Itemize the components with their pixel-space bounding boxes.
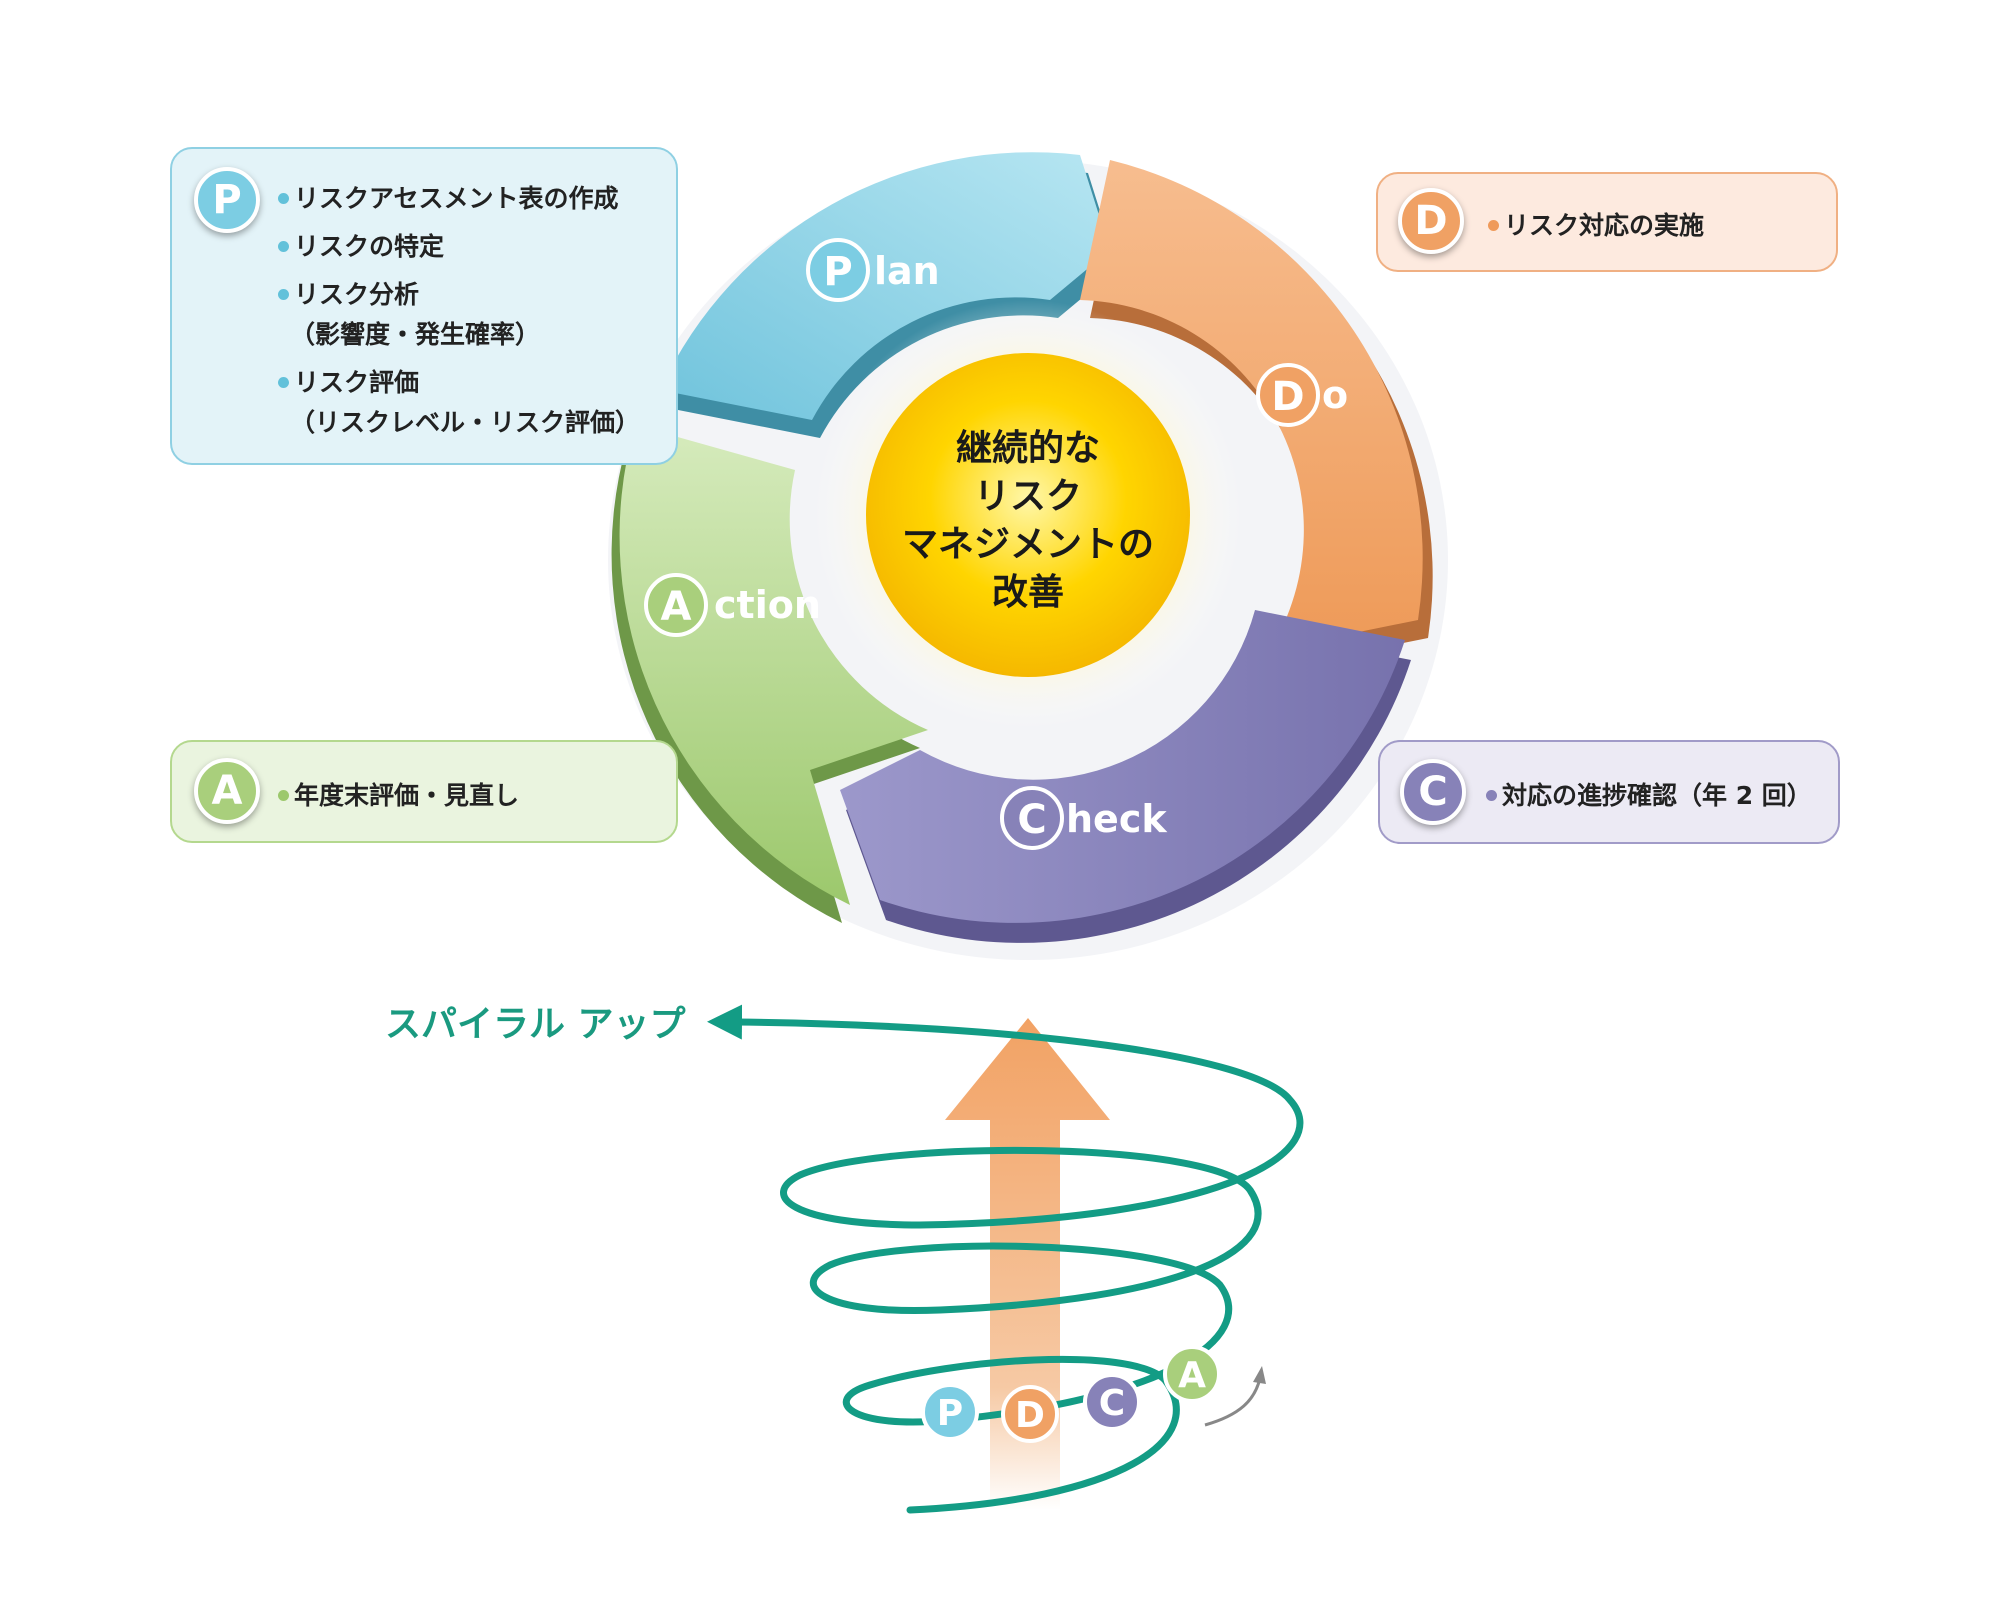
- spiral-badge-p: P: [937, 1393, 963, 1434]
- do-label-rest: o: [1322, 373, 1348, 417]
- action-label-rest: ction: [714, 583, 821, 627]
- center-text-1: 継続的な: [956, 428, 1100, 469]
- plan-item-3-sub: （影響度・発生確率）: [290, 320, 541, 349]
- plan-label-rest: lan: [874, 249, 940, 293]
- check-item: 対応の進捗確認（年 2 回）: [1486, 776, 1812, 812]
- action-info-box: A 年度末評価・見直し: [170, 740, 678, 843]
- plan-label-letter: P: [823, 249, 852, 295]
- spiral-line: [707, 1004, 1304, 1514]
- action-label: A ction: [644, 573, 821, 637]
- do-badge: D: [1398, 188, 1464, 254]
- plan-info-box: P リスクアセスメント表の作成 リスクの特定 リスク分析 （影響度・発生確率） …: [170, 147, 678, 465]
- check-segment: [840, 610, 1411, 943]
- spiral-badge-d: D: [1015, 1395, 1045, 1436]
- do-info-box: D リスク対応の実施: [1376, 172, 1838, 272]
- plan-item-3: リスク分析: [278, 275, 419, 311]
- plan-item-4-sub: （リスクレベル・リスク評価）: [290, 408, 641, 437]
- plan-item-2: リスクの特定: [278, 227, 444, 263]
- plan-badge: P: [194, 167, 260, 233]
- spiral-badge-a: A: [1178, 1355, 1206, 1396]
- action-item: 年度末評価・見直し: [278, 776, 519, 812]
- check-label-rest: heck: [1066, 797, 1167, 841]
- spiral-graphic: [707, 1004, 1304, 1514]
- center-circle: [866, 353, 1190, 677]
- do-item: リスク対応の実施: [1488, 206, 1704, 242]
- do-label-letter: D: [1271, 374, 1304, 420]
- do-label: D o: [1256, 363, 1348, 427]
- action-segment: [611, 425, 928, 923]
- plan-segment: [660, 152, 1118, 438]
- check-badge: C: [1400, 759, 1466, 825]
- plan-item-4: リスク評価: [278, 363, 419, 399]
- small-gray-arrow: [1204, 1377, 1262, 1427]
- up-arrow: [945, 1018, 1110, 1510]
- spiral-up-label: スパイラル アップ: [385, 1004, 686, 1045]
- plan-item-1: リスクアセスメント表の作成: [278, 179, 619, 215]
- plan-label: P lan: [806, 238, 940, 302]
- center-text-4: 改善: [992, 572, 1064, 613]
- do-segment: [1080, 160, 1433, 668]
- center-text-3: マネジメントの: [902, 524, 1154, 565]
- center-text-2: リスク: [974, 476, 1082, 517]
- spiral-badge-c: C: [1099, 1383, 1125, 1424]
- action-label-letter: A: [661, 584, 692, 630]
- check-label-letter: C: [1017, 797, 1046, 843]
- check-info-box: C 対応の進捗確認（年 2 回）: [1378, 740, 1840, 844]
- action-badge: A: [194, 758, 260, 824]
- check-label: C heck: [1000, 786, 1167, 850]
